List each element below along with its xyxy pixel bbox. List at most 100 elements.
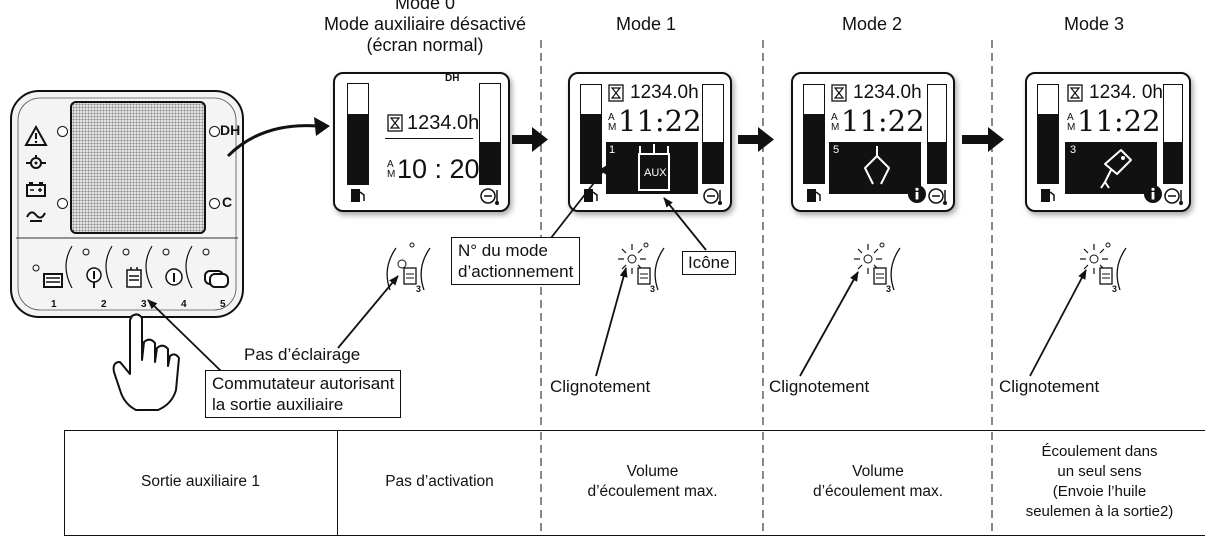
mode0-am: A [387, 159, 394, 170]
pointer-blink-1 [595, 267, 628, 377]
pointer-switch [147, 299, 223, 373]
mode2-screen: 1234.0h A M 11:22 5 [791, 72, 955, 212]
blink-label-mode2: Clignotement [769, 377, 870, 396]
mode3-right-gauge [1163, 84, 1183, 184]
mode0-subtitle-1: Mode auxiliaire désactivé [323, 14, 527, 34]
table-mode2-line1: Volume [852, 463, 904, 480]
zoom-arrowhead [314, 117, 330, 136]
coolant-temp-icon [703, 188, 722, 205]
mode2-left-gauge [803, 84, 825, 184]
switch-5-button[interactable] [202, 268, 230, 288]
table-mode0-cell: Pas d’activation [385, 473, 494, 490]
mode3-header: Mode 3 [1063, 14, 1125, 34]
mode1-header: Mode 1 [615, 14, 677, 34]
hourglass-icon [831, 84, 847, 102]
hourglass-icon [387, 114, 403, 132]
switch-unlit-icon [386, 242, 431, 291]
mode0-title: Mode 0 [394, 0, 456, 13]
table-mode2-cell: Volume d’écoulement max. [764, 430, 992, 534]
mode1-screen: 1234.0h A M 11:22 1 AUX [568, 72, 732, 212]
switch-number-3: 3 [141, 299, 147, 310]
hand-icon [112, 313, 180, 411]
icon-callout: Icône [682, 251, 736, 275]
pointer-icon [663, 197, 707, 251]
table-mode3-line3: (Envoie l’huile [1052, 483, 1147, 500]
switch-callout-line2: la sortie auxiliaire [212, 395, 344, 414]
switch-number-4: 4 [181, 299, 187, 310]
table-mode3-line2: un seul sens [1057, 463, 1142, 480]
indicator-lamp [209, 198, 220, 209]
battery-icon [26, 182, 46, 197]
mode1-mode-area: 1 AUX [606, 142, 698, 194]
mode3-hour-meter: 1234. 0h [1089, 82, 1163, 103]
blink-label-mode1: Clignotement [550, 377, 651, 396]
table-mode3-line4: seulemen à la sortie2) [1025, 503, 1174, 520]
coolant-temp-icon [1164, 188, 1183, 205]
mode0-underline [385, 138, 473, 139]
panel-mark-c: C [222, 194, 233, 210]
indicator-lamp [57, 126, 68, 137]
mode1-right-gauge [702, 84, 724, 184]
mode-arrow-2 [738, 127, 774, 152]
info-icon [908, 185, 926, 203]
switch-row-arcs [32, 245, 210, 289]
mode-number-callout-line2: d’actionnement [458, 262, 574, 281]
mode-arrow-3 [962, 127, 1004, 152]
mode2-clock: 11:22 [841, 104, 925, 138]
mode1-am: A [608, 112, 615, 123]
switch-2-button[interactable] [84, 266, 104, 290]
mode2-header: Mode 2 [841, 14, 903, 34]
mode1-left-gauge [580, 84, 602, 184]
mode2-m: M [831, 122, 840, 133]
mode3-mode-area: 3 [1065, 142, 1157, 194]
table-row-label: Sortie auxiliaire 1 [141, 473, 260, 490]
mode2-mode-area: 5 [829, 142, 921, 194]
tilt-icon [1100, 149, 1132, 189]
aux-icon [638, 144, 670, 191]
mode2-am: A [831, 112, 838, 123]
switch-unlit-number: 3 [416, 284, 422, 294]
fuel-icon [584, 189, 598, 202]
switch-3-button[interactable] [124, 266, 144, 290]
mode3-am: A [1067, 112, 1074, 123]
instrument-panel: DH C 1 2 3 4 5 [8, 88, 246, 320]
pointer-blink-3 [1029, 269, 1087, 377]
breaker-icon [864, 146, 890, 185]
mode0-hour-meter: 1234.0h [407, 112, 480, 134]
mode0-header: Mode 0 Mode auxiliaire désactivé (écran … [300, 0, 550, 56]
mode3-clock: 11:22 [1077, 104, 1161, 138]
mode2-right-gauge [927, 84, 947, 184]
switch-number-2: 2 [101, 299, 107, 310]
blink-label-mode3: Clignotement [999, 377, 1100, 396]
mode3-left-gauge [1037, 84, 1059, 184]
mode3-screen: 1234. 0h A M 11:22 3 [1025, 72, 1191, 212]
switch-blink-icon-mode2 [854, 242, 901, 291]
switch-1-button[interactable] [42, 270, 64, 290]
mode1-aux-label: AUX [644, 167, 667, 179]
coolant-temp-icon [928, 188, 947, 205]
coolant-icon [26, 211, 46, 222]
panel-display-area [70, 101, 206, 234]
switch-blink-number-mode1: 3 [650, 284, 656, 294]
table-mode3-cell: Écoulement dans un seul sens (Envoie l’h… [993, 430, 1206, 534]
switch-4-button[interactable] [164, 266, 184, 290]
table-divider [337, 430, 338, 535]
fuel-icon [807, 189, 821, 202]
table-mode3-line1: Écoulement dans [1041, 443, 1158, 460]
mode0-left-gauge [347, 83, 369, 185]
mode0-screen: DH 1234.0h A M 10 : 20 [333, 72, 510, 212]
switch-number-5: 5 [220, 299, 226, 310]
switch-blink-number-mode2: 3 [886, 284, 892, 294]
mode3-m: M [1067, 122, 1076, 133]
hourglass-icon [608, 84, 624, 102]
info-icon [1144, 185, 1162, 203]
mode1-mode-number: 1 [609, 144, 616, 156]
switch-blink-icon-mode1 [618, 242, 665, 291]
switch-callout: Commutateur autorisant la sortie auxilia… [205, 370, 402, 418]
switch-blink-icon-mode3 [1080, 242, 1127, 291]
fuel-icon [351, 189, 365, 202]
mode0-right-gauge [479, 83, 501, 185]
zoom-arrow [226, 124, 319, 158]
indicator-lamp [57, 198, 68, 209]
